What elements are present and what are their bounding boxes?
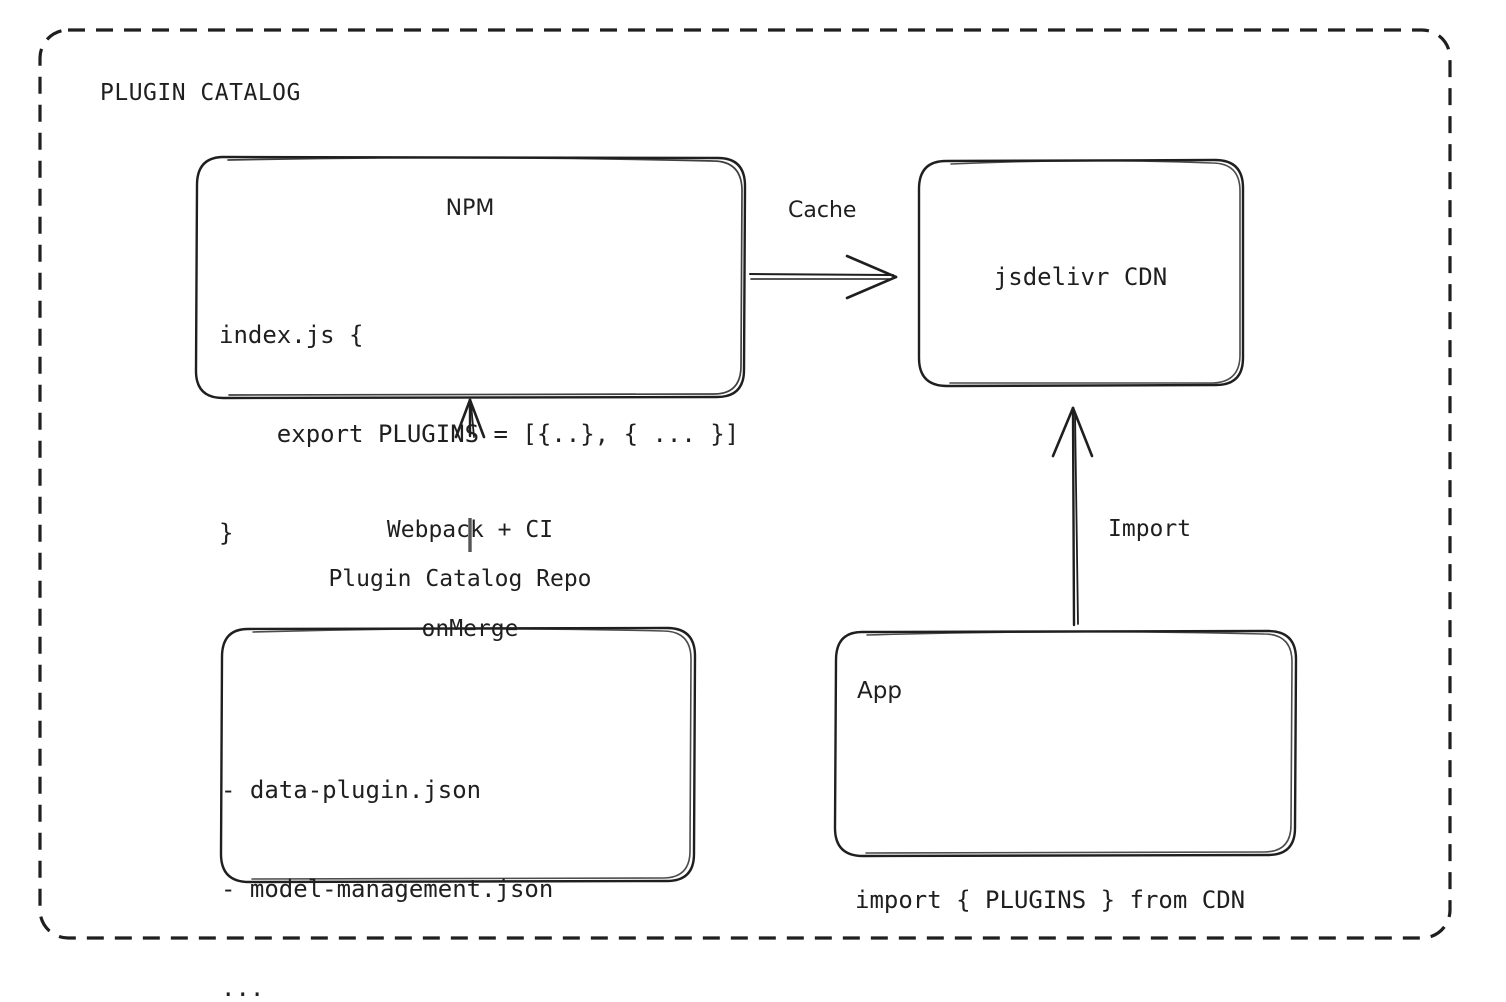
- plugin-catalog-container-border: [38, 28, 1452, 940]
- repo-node-file-list: - data-plugin.json - model-management.js…: [221, 708, 553, 1002]
- cache-arrow: [749, 254, 898, 300]
- npm-code-line: index.js {: [219, 321, 364, 349]
- repo-file-item: ...: [221, 974, 265, 1002]
- npm-node-title: NPM: [445, 196, 495, 221]
- npm-code-line: }: [219, 519, 234, 547]
- repo-file-item: - model-management.json: [221, 875, 554, 903]
- npm-node-code: index.js { export PLUGINS = [{..}, { ...…: [219, 253, 739, 616]
- repo-node-shape: [219, 626, 697, 884]
- repo-node-title: Plugin Catalog Repo: [328, 566, 592, 592]
- app-node-title: App: [857, 678, 902, 704]
- cdn-node-title: jsdelivr CDN: [993, 263, 1168, 291]
- npm-node-shape: [194, 155, 747, 400]
- app-node-shape: [833, 629, 1298, 858]
- plugin-catalog-title: PLUGIN CATALOG: [100, 80, 301, 106]
- npm-code-line: export PLUGINS = [{..}, { ... }]: [219, 420, 740, 448]
- build-edge-label-line2: onMerge: [421, 616, 519, 642]
- build-edge-label: Webpack + CI onMerge: [340, 448, 600, 712]
- import-edge-label: Import: [1108, 516, 1192, 542]
- build-edge-label-line1: Webpack + CI: [386, 517, 554, 543]
- cache-edge-label: Cache: [788, 198, 857, 223]
- build-arrow: [454, 398, 486, 552]
- app-node-code: import { PLUGINS } from CDN PLUGINS.forE…: [855, 738, 1245, 1002]
- import-arrow: [1051, 406, 1094, 627]
- cdn-node-shape: [917, 158, 1245, 388]
- app-code-line: import { PLUGINS } from CDN: [855, 886, 1246, 914]
- repo-file-item: - data-plugin.json: [221, 776, 482, 804]
